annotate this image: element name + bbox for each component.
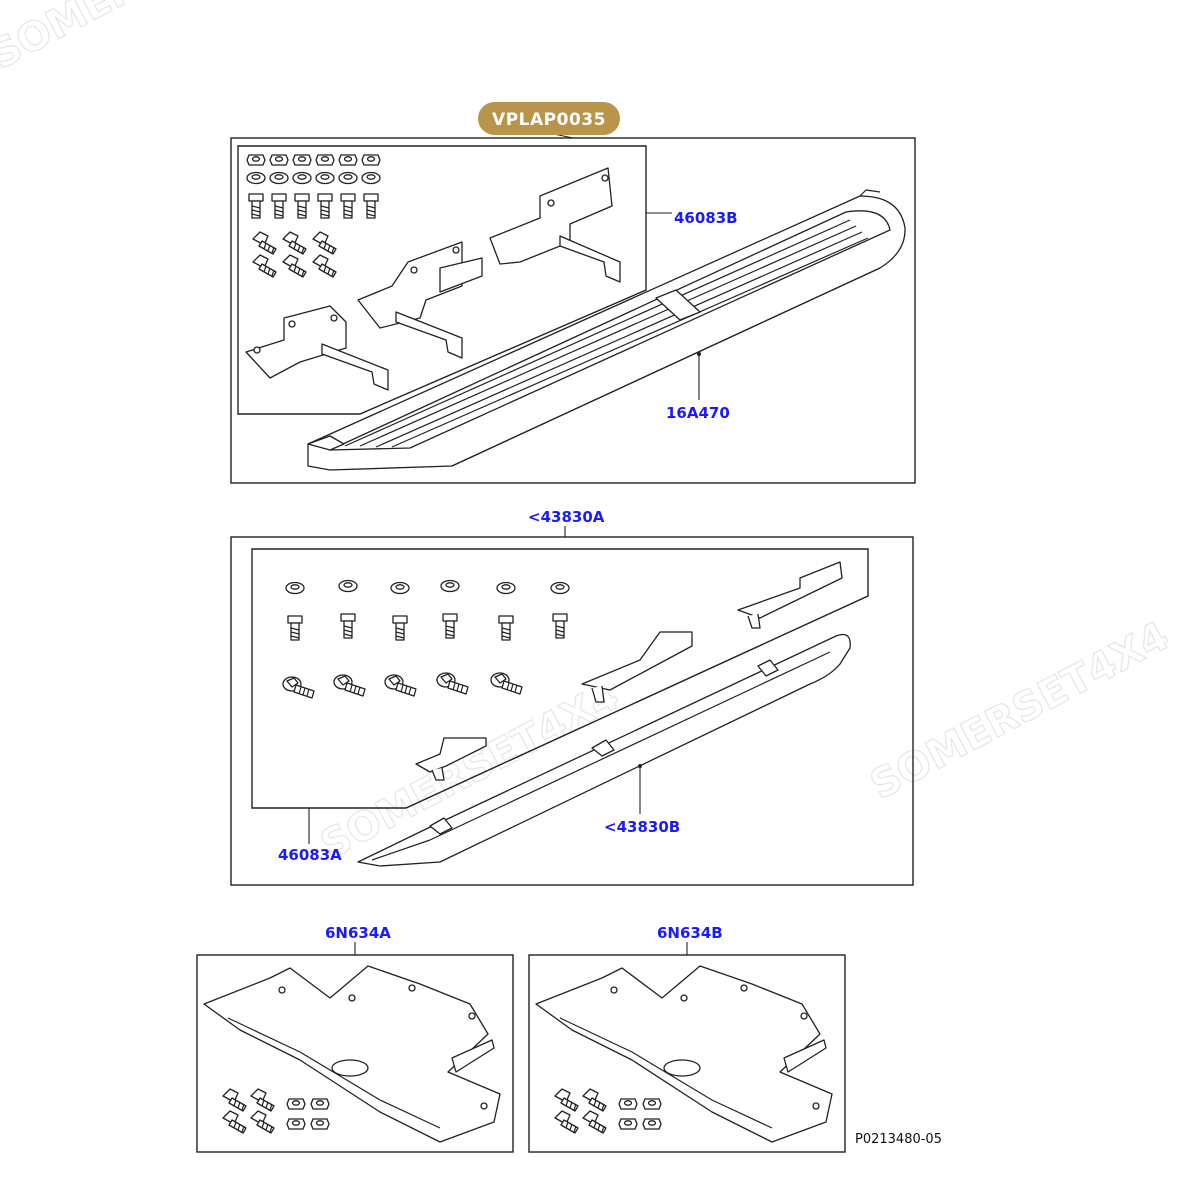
watermark-text: SOMERSET4X4: [0, 0, 297, 79]
flange-bolt-set: [252, 231, 337, 278]
section-splash-guard-right: 6N634B: [528, 924, 846, 1153]
callout-43830A[interactable]: <43830A: [528, 508, 605, 526]
section-frame: [528, 954, 846, 1153]
callout-43830B[interactable]: <43830B: [604, 818, 680, 836]
running-board[interactable]: [307, 189, 906, 471]
bolt-set: [287, 613, 568, 641]
callout-6N634A[interactable]: 6N634A: [325, 924, 391, 942]
kit-code-badge[interactable]: VPLAP0035: [478, 102, 620, 135]
section-splash-guard-left: 6N634A: [196, 924, 514, 1153]
badge-label: VPLAP0035: [492, 110, 606, 130]
flange-bolt-set: [282, 672, 523, 699]
support-bracket: [581, 631, 693, 703]
callout-46083A[interactable]: 46083A: [278, 846, 342, 864]
figure-reference: P0213480-05: [855, 1132, 942, 1147]
mounting-bracket: [489, 167, 621, 283]
badge-background: [478, 102, 620, 135]
callout-16A470[interactable]: 16A470: [666, 404, 730, 422]
splash-guard[interactable]: [535, 965, 833, 1143]
nut-set: [246, 154, 381, 185]
section-side-step: <43830A: [230, 508, 914, 886]
splash-guard[interactable]: [203, 965, 501, 1143]
section-frame: [230, 536, 914, 886]
bracket-kit-frame: [251, 548, 869, 809]
bracket-kit-frame: [237, 145, 647, 415]
support-bracket: [415, 737, 487, 781]
callout-6N634B[interactable]: 6N634B: [657, 924, 723, 942]
fastener-set: [222, 1088, 330, 1134]
watermark-text: SOMERSET4X4: [863, 613, 1177, 809]
bolt-set: [248, 193, 379, 219]
washer-set: [285, 579, 570, 595]
mounting-bracket: [245, 305, 389, 391]
support-bracket: [737, 561, 843, 629]
callout-46083B[interactable]: 46083B: [674, 209, 738, 227]
section-frame: [196, 954, 514, 1153]
side-step-panel[interactable]: [357, 633, 851, 867]
fastener-set: [554, 1088, 662, 1134]
section-running-board: VPLAP0035: [230, 102, 916, 484]
mounting-bracket: [357, 241, 483, 359]
